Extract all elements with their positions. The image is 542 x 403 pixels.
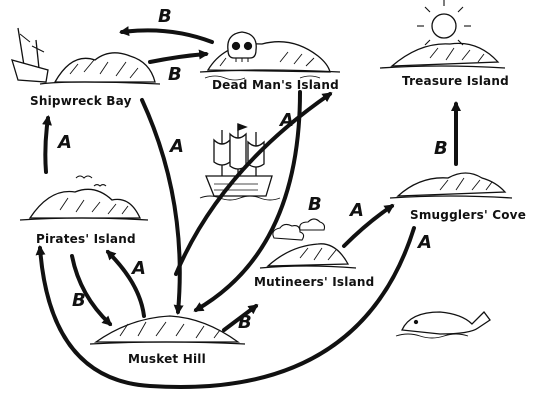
arrow-mutineers-to-smugglers <box>342 204 395 248</box>
label-dead-mans-island: Dead Man's Island <box>212 78 339 92</box>
label-shipwreck-bay: Shipwreck Bay <box>30 94 132 108</box>
route-label-dead-to-shipwreck: B <box>158 6 172 27</box>
treasure-island <box>379 42 506 69</box>
label-pirates-island: Pirates' Island <box>36 232 136 246</box>
label-treasure-island: Treasure Island <box>402 74 509 88</box>
arrow-musket-to-mutineers <box>222 304 259 332</box>
seagull-icon <box>75 175 107 187</box>
arrow-pirates-to-shipwreck <box>42 115 52 174</box>
route-label-mutineers-to-smugglers: A <box>350 200 364 221</box>
cloud-icon <box>272 218 326 241</box>
arrow-shipwreck-to-dead <box>148 49 209 64</box>
skull-icon <box>227 31 257 62</box>
pirate-ship-icon <box>199 123 281 201</box>
label-musket-hill: Musket Hill <box>128 352 206 366</box>
route-label-smugglers-to-treasure: B <box>434 138 448 159</box>
label-smugglers-cove: Smugglers' Cove <box>410 208 527 222</box>
route-label-pirates-to-shipwreck: A <box>58 132 72 153</box>
whale-icon <box>395 311 491 339</box>
route-label-musket-to-mutineers: B <box>238 312 252 333</box>
route-label-shipwreck-to-dead: B <box>168 64 182 85</box>
arrow-shipwreck-to-musket <box>140 98 184 315</box>
route-label-smugglers-to-pirates: A <box>418 232 432 253</box>
label-mutineers-island: Mutineers' Island <box>254 275 375 289</box>
arrow-musket-to-dead <box>174 92 333 276</box>
arrow-musket-to-pirates <box>105 249 146 318</box>
route-label-shipwreck-to-musket: A <box>170 136 184 157</box>
route-label-musket-to-dead: B <box>308 194 322 215</box>
shipwreck-icon <box>11 27 49 83</box>
musket-hill-island <box>89 315 246 345</box>
dead-mans-island <box>199 41 341 81</box>
route-label-musket-to-pirates: A <box>132 258 146 279</box>
sun-icon <box>417 0 471 46</box>
route-label-pirates-to-musket: B <box>72 290 86 311</box>
route-label-dead-to-musket: A <box>280 110 294 131</box>
shipwreck-bay-island <box>39 52 161 85</box>
arrow-dead-to-musket <box>193 90 302 312</box>
pirates-island <box>19 188 149 221</box>
arrow-smugglers-to-pirates <box>35 226 416 389</box>
arrow-dead-to-shipwreck <box>119 26 214 44</box>
arrow-pirates-to-musket <box>70 254 113 327</box>
mutineers-island <box>259 243 357 269</box>
smugglers-cove-island <box>389 172 513 199</box>
